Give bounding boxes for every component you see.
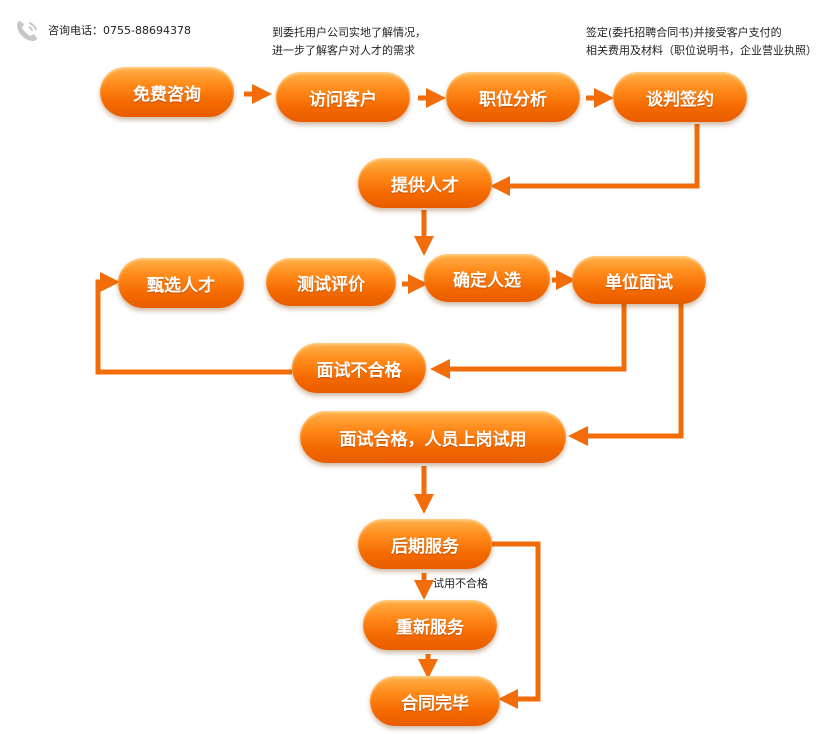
step-screen-talent: 甄选人才 (118, 258, 244, 308)
arrow-interview-to-pass (568, 304, 684, 446)
step-test-evaluate: 测试评价 (266, 258, 396, 306)
step-interview-fail: 面试不合格 (292, 343, 426, 393)
arrow-interview-to-fail (430, 304, 627, 379)
step-employer-interview: 单位面试 (572, 256, 706, 304)
step-negotiate-sign: 谈判签约 (613, 72, 747, 122)
step-provide-talent: 提供人才 (358, 158, 492, 208)
sign-note-line2: 相关费用及材料（职位说明书，企业营业执照） (586, 44, 817, 57)
step-free-consult: 免费咨询 (100, 67, 234, 117)
step-re-service: 重新服务 (363, 600, 497, 650)
visit-note-line2: 进一步了解客户对人才的需求 (272, 44, 415, 57)
visit-note-line1: 到委托用户公司实地了解情况， (272, 26, 426, 39)
step-job-analysis: 职位分析 (446, 72, 580, 122)
step-interview-pass: 面试合格，人员上岗试用 (300, 411, 566, 463)
step-after-service: 后期服务 (358, 519, 492, 569)
sign-note-line1: 签定(委托招聘合同书)并接受客户支付的 (586, 26, 782, 39)
phone-icon (17, 21, 37, 41)
step-confirm-candidate: 确定人选 (424, 254, 550, 302)
sign-note: 签定(委托招聘合同书)并接受客户支付的 相关费用及材料（职位说明书，企业营业执照… (586, 24, 817, 60)
step-visit-client: 访问客户 (276, 72, 410, 122)
arrow-sign-to-provide (490, 124, 700, 196)
arrow-after-to-contract (492, 541, 541, 709)
step-contract-done: 合同完毕 (370, 676, 500, 726)
arrow-fail-to-screen (95, 272, 292, 375)
trial-fail-label: 试用不合格 (433, 577, 488, 590)
contact-phone-label: 咨询电话：0755-88694378 (48, 24, 191, 37)
visit-note: 到委托用户公司实地了解情况， 进一步了解客户对人才的需求 (272, 24, 426, 60)
